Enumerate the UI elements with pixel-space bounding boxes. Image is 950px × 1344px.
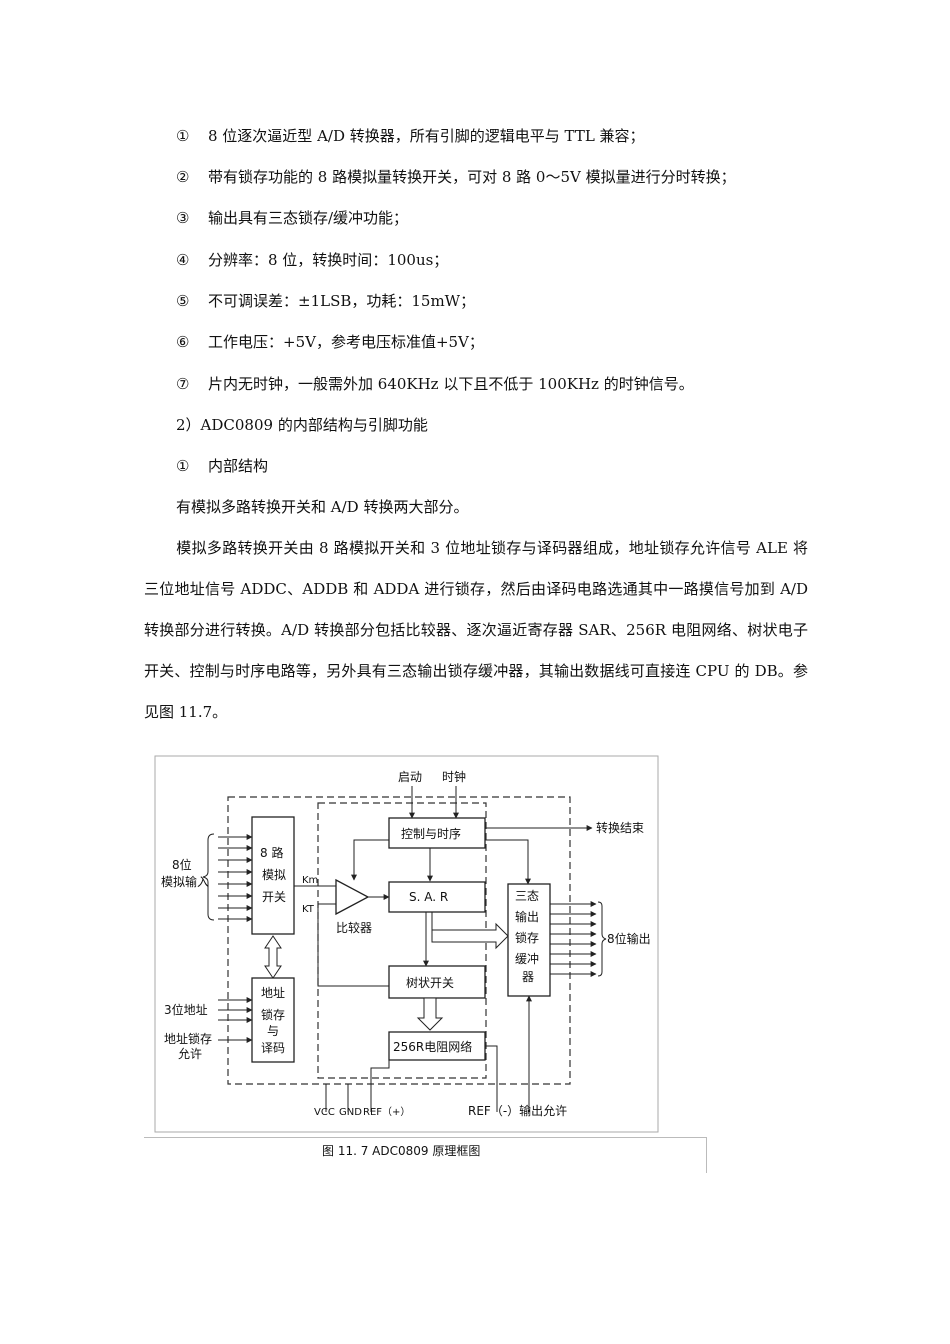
- comparator-triangle: [335, 878, 370, 916]
- body-paragraph: 模拟多路转换开关由 8 路模拟开关和 3 位地址锁存与译码器组成，地址锁存允许信…: [144, 539, 808, 721]
- analog-in-label-1: 8位: [172, 857, 192, 872]
- kt-label: KT: [302, 904, 315, 915]
- analog-input-arrows: [202, 833, 253, 922]
- buffer-line-4: 缓冲: [515, 951, 539, 966]
- buffer-line-1: 三态: [515, 889, 539, 903]
- buffer-line-5: 器: [522, 970, 534, 984]
- comparator-label: 比较器: [336, 920, 372, 935]
- out-label: 8位输出: [607, 931, 651, 946]
- latch-line-2: 锁存: [261, 1007, 285, 1022]
- km-label: Km: [302, 875, 318, 886]
- buffer-line-2: 输出: [515, 909, 539, 924]
- figure-frame: [154, 755, 659, 1133]
- switch-latch-bus-arrow: [264, 935, 282, 979]
- control-to-comparator-wire: [351, 839, 389, 881]
- figure-caption: 图 11. 7 ADC0809 原理框图: [322, 1144, 481, 1158]
- address-latch-block: [251, 977, 295, 1063]
- switch-line-2: 模拟: [262, 868, 286, 882]
- caption-rule-vertical: [706, 1137, 707, 1173]
- vcc-label: VCC: [314, 1107, 335, 1118]
- ale-label-1: 地址锁存: [164, 1031, 212, 1046]
- start-label: 启动: [398, 770, 422, 784]
- tree-to-resistor-bus-arrow: [416, 997, 444, 1031]
- analog-in-label-2: 模拟输入: [161, 874, 209, 889]
- control-timing-block: [388, 817, 486, 849]
- sar-to-buffer-bus-arrow: [431, 912, 509, 950]
- chip-boundary: [227, 796, 571, 1085]
- sar-block: [388, 881, 486, 913]
- latch-line-4: 译码: [261, 1041, 285, 1055]
- latch-line-3: 与: [267, 1024, 279, 1038]
- tree-label: 树状开关: [406, 975, 454, 990]
- digital-output-arrows: [550, 901, 607, 977]
- end-label: 转换结束: [596, 820, 644, 835]
- sar-label: S. A. R: [409, 890, 448, 904]
- ale-label-2: 允许: [178, 1046, 202, 1061]
- tristate-buffer-block: [507, 883, 551, 997]
- analog-switch-block: [251, 816, 295, 935]
- gnd-label: GND: [339, 1107, 362, 1118]
- control-label: 控制与时序: [401, 826, 461, 841]
- section-heading: 2）ADC0809 的内部结构与引脚功能: [176, 416, 428, 434]
- latch-line-1: 地址: [261, 986, 285, 1000]
- clock-label: 时钟: [442, 769, 466, 784]
- refm-label: REF（-）输出允许: [468, 1103, 567, 1118]
- switch-line-3: 开关: [262, 890, 286, 904]
- tree-switch-block: [388, 965, 486, 999]
- refm-wire: [485, 1045, 498, 1112]
- address-input-arrows: [218, 997, 253, 1043]
- switch-line-1: 8 路: [260, 845, 283, 860]
- tree-to-comparator-wire: [317, 903, 389, 987]
- refp-wire: [370, 1060, 390, 1112]
- caption-rule: [144, 1137, 706, 1138]
- adc0809-block-diagram: 启动 时钟 控制与时序 转换结束 8位 模拟输入 8 路 模拟 开关 地址 锁存…: [154, 755, 659, 1133]
- refp-label: REF（+）: [363, 1106, 410, 1118]
- resistor-network-block: [388, 1031, 486, 1061]
- control-to-buffer-wire: [485, 839, 531, 885]
- addr3-label: 3位地址: [164, 1002, 208, 1017]
- intro-line: 有模拟多路转换开关和 A/D 转换两大部分。: [176, 498, 469, 516]
- resistor-label: 256R电阻网络: [393, 1039, 472, 1054]
- buffer-line-3: 锁存: [515, 930, 539, 945]
